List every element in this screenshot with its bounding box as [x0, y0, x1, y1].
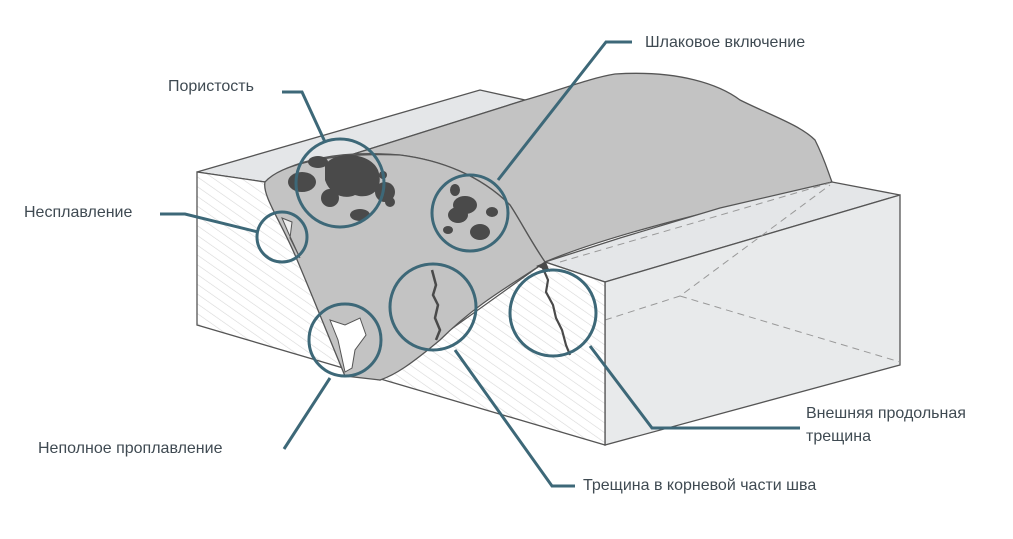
label-longitudinal-crack-1: Внешняя продольная: [806, 405, 966, 422]
porosity-callout-circle: [294, 137, 386, 229]
label-lack-of-fusion: Несплавление: [24, 204, 133, 221]
label-porosity: Пористость: [168, 78, 254, 95]
longitudinal-crack: [540, 265, 572, 356]
slag-inclusions: [443, 184, 498, 240]
label-longitudinal-crack-2: трещина: [806, 428, 871, 445]
root-crack: [430, 269, 442, 341]
root-crack-callout-circle: [388, 262, 478, 352]
lack-of-fusion-callout-circle: [255, 210, 309, 264]
callouts: [160, 40, 800, 488]
label-root-crack: Трещина в корневой части шва: [583, 477, 817, 494]
label-incomplete-penetration: Неполное проплавление: [38, 440, 223, 457]
incomplete-penetration-void: [329, 317, 367, 373]
longitudinal-crack-callout-circle: [508, 268, 598, 358]
slag-callout-circle: [430, 173, 510, 253]
incomplete-penetration-callout-circle: [307, 302, 383, 378]
lack-of-fusion-gap: [281, 217, 301, 259]
label-slag-inclusion: Шлаковое включение: [645, 34, 806, 51]
